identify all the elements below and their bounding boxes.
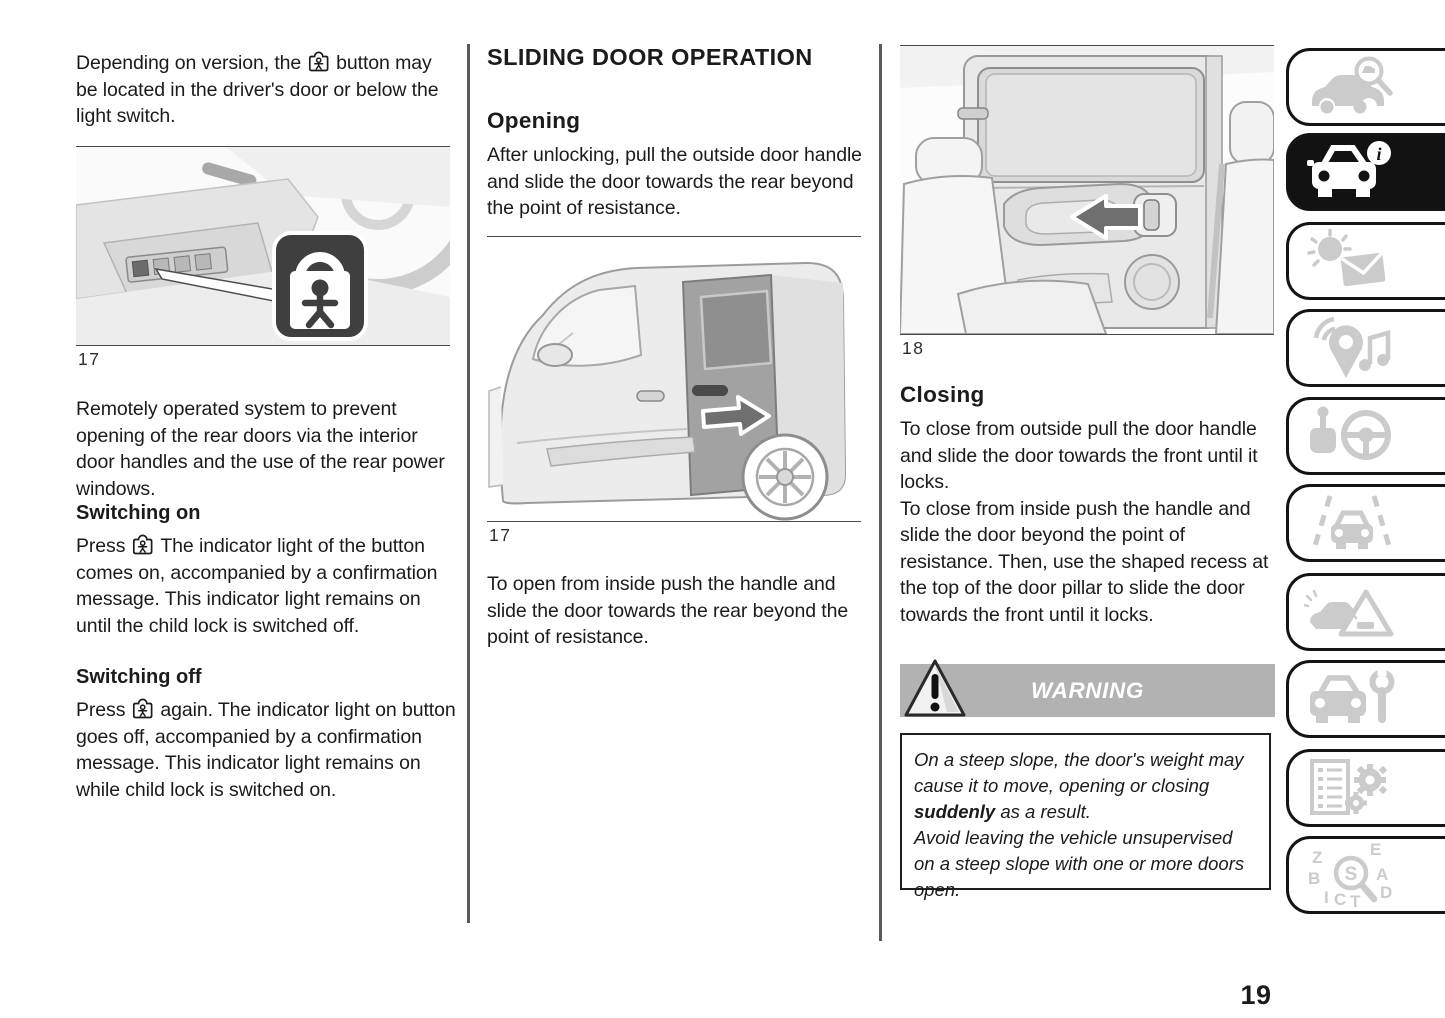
column-divider-left (467, 44, 470, 923)
sidebar-tab-servicing[interactable] (1286, 660, 1445, 738)
figure-17-van: 17 (487, 236, 861, 546)
closing-heading: Closing (900, 382, 985, 407)
switching-off-heading: Switching off (76, 666, 202, 688)
car-service-wrench-icon (1310, 667, 1395, 723)
navigation-audio-icon (1313, 316, 1391, 378)
figure-top-rule (76, 146, 450, 147)
sidebar-tab-infotainment[interactable] (1286, 309, 1445, 387)
figure-18-interior: 18 (900, 45, 1274, 359)
child-lock-icon (130, 697, 155, 720)
sidebar-tab-emergency[interactable] (1286, 573, 1445, 651)
switching-on-heading: Switching on (76, 502, 201, 524)
sidebar-tab-driver-assistance[interactable] (1286, 484, 1445, 562)
figure-17-van-image (487, 237, 861, 521)
warning-body-3: Avoid leaving the vehicle unsupervised o… (914, 827, 1245, 900)
svg-text:D: D (1380, 883, 1392, 902)
warning-body-2: as a result. (995, 801, 1091, 822)
svg-text:I: I (1324, 888, 1329, 907)
child-lock-callout-icon (272, 231, 368, 341)
technical-data-gears-icon (1310, 759, 1388, 815)
warning-body-1: On a steep slope, the door's weight may … (914, 749, 1244, 796)
switching-off-after: again. The indicator light on button goe… (76, 699, 456, 801)
figure-18-interior-image (900, 46, 1274, 334)
svg-text:Z: Z (1312, 848, 1322, 867)
svg-text:S: S (1345, 864, 1358, 885)
figure-bottom-rule (76, 345, 450, 346)
svg-text:T: T (1350, 892, 1361, 910)
lane-assist-icon (1311, 495, 1393, 550)
warning-lights-messages-icon (1307, 229, 1386, 287)
figure-label: 17 (489, 525, 512, 545)
sliding-door-title: SLIDING DOOR OPERATION (487, 44, 813, 70)
opening-paragraph: After unlocking, pull the outside door h… (487, 144, 862, 219)
svg-text:B: B (1308, 869, 1320, 888)
intro-text-before: Depending on version, the (76, 52, 302, 74)
open-inside-paragraph: To open from inside push the handle and … (487, 573, 849, 648)
switching-on-after: The indicator light of the button comes … (76, 535, 438, 637)
warning-triangle-icon (903, 657, 967, 728)
warning-text-box: On a steep slope, the door's weight may … (900, 733, 1271, 900)
figure-17-dashboard: 17 (76, 146, 450, 370)
figure-bottom-rule (487, 521, 861, 522)
figure-17-dashboard-image (76, 147, 450, 345)
sidebar-tab-starting-driving[interactable] (1286, 397, 1445, 475)
figure-top-rule (487, 236, 861, 237)
sidebar-tab-getting-to-know[interactable] (1286, 48, 1445, 126)
svg-text:A: A (1376, 865, 1388, 884)
svg-text:E: E (1370, 840, 1381, 859)
figure-bottom-rule (900, 334, 1274, 335)
car-search-icon (1312, 56, 1393, 114)
gear-lever-steering-icon (1310, 406, 1391, 460)
figure-label: 17 (78, 349, 101, 369)
svg-text:C: C (1334, 890, 1346, 909)
emergency-triangle-icon (1304, 589, 1394, 637)
child-lock-description: Remotely operated system to prevent open… (76, 398, 445, 500)
switching-on-before: Press (76, 535, 126, 557)
child-lock-icon (130, 533, 155, 556)
closing-paragraph: To close from outside pull the door hand… (900, 416, 1280, 628)
warning-label: WARNING (1031, 678, 1144, 703)
page-number: 19 (1240, 980, 1272, 1010)
closing-text-outside: To close from outside pull the door hand… (900, 418, 1258, 493)
svg-text:i: i (1376, 144, 1381, 164)
sidebar-tab-car-info-active[interactable]: i (1286, 133, 1445, 211)
closing-text-inside: To close from inside push the handle and… (900, 497, 1269, 626)
column-divider-right (879, 44, 882, 941)
switching-off-before: Press (76, 699, 126, 721)
opening-heading: Opening (487, 108, 581, 133)
sidebar-tab-warning-lights[interactable] (1286, 222, 1445, 300)
car-info-icon: i (1307, 141, 1391, 197)
child-lock-icon (306, 50, 331, 73)
figure-label: 18 (902, 338, 925, 358)
figure-top-rule (900, 45, 1274, 46)
sidebar-tab-technical-data[interactable] (1286, 749, 1445, 827)
warning-banner: WARNING (900, 659, 1275, 717)
intro-text-after: button may be located in the driver's do… (76, 52, 439, 127)
warning-body-bold: suddenly (914, 801, 996, 822)
